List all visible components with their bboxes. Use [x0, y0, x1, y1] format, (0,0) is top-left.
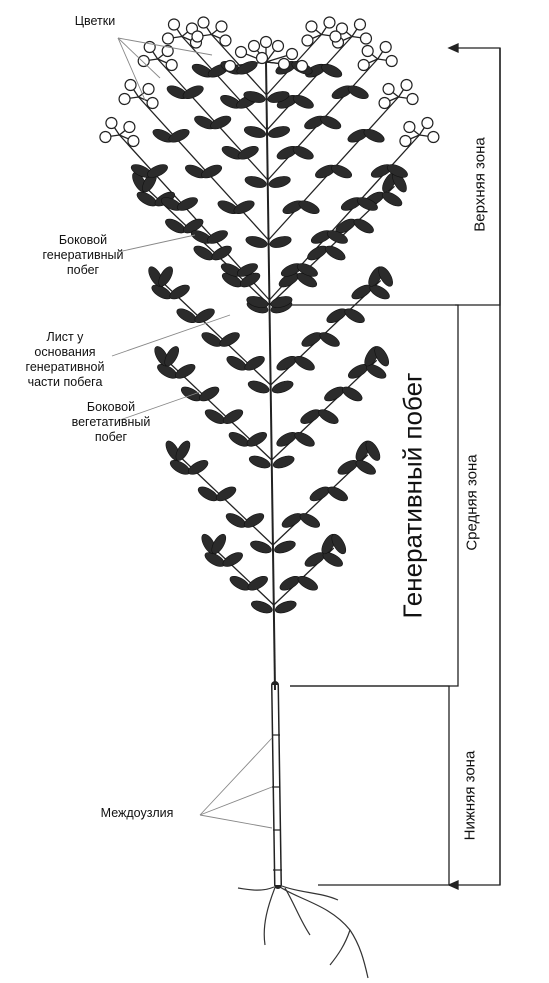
leaf [380, 189, 404, 209]
flower [198, 17, 209, 28]
leaf [352, 216, 376, 236]
leaf [318, 330, 342, 350]
flower [166, 60, 177, 71]
lateral-vegetative-shoot-label: Боковой вегетативный побег [56, 400, 166, 445]
internodes-label: Междоузлия [82, 806, 192, 821]
roots [238, 885, 368, 978]
upper-zone-label: Верхняя зона [472, 125, 489, 245]
flower [257, 53, 268, 64]
flower [400, 136, 411, 147]
flower [128, 136, 139, 147]
flower [422, 118, 433, 129]
bracket-arrow [449, 44, 458, 52]
leaf [135, 189, 159, 209]
flower [162, 33, 173, 44]
flower [100, 132, 111, 143]
leaf [163, 216, 187, 236]
flower [147, 98, 158, 109]
flower [220, 35, 231, 46]
flower [386, 56, 397, 67]
flower [297, 61, 308, 72]
flower [354, 19, 365, 30]
flower [404, 122, 415, 133]
lower-zone-bracket [290, 686, 449, 885]
leaf [179, 384, 203, 404]
flower [249, 41, 260, 52]
flower [261, 37, 272, 48]
flower [330, 31, 341, 42]
leaf [296, 573, 320, 593]
leaf [343, 306, 367, 326]
leaf [196, 484, 220, 504]
leaf [175, 306, 199, 326]
leaf [298, 511, 322, 531]
leaf [224, 511, 248, 531]
flower [125, 80, 136, 91]
flower [383, 84, 394, 95]
flower [401, 80, 412, 91]
flower [236, 47, 247, 58]
flowers-label: Цветки [60, 14, 130, 29]
leaf [293, 429, 317, 449]
lateral-generative-shoot-label: Боковой генеративный побег [28, 233, 138, 278]
flower [379, 98, 390, 109]
flower [124, 122, 135, 133]
flower [287, 49, 298, 60]
leaf [200, 330, 224, 350]
flower [192, 31, 203, 42]
leaf [323, 243, 347, 263]
leaf [192, 243, 216, 263]
flower [428, 132, 439, 143]
flower [225, 61, 236, 72]
lower-zone-label: Нижняя зона [462, 736, 479, 856]
flower [273, 41, 284, 52]
flower [302, 35, 313, 46]
leaf [228, 573, 252, 593]
leaf [326, 484, 350, 504]
flower [360, 33, 371, 44]
flower [358, 60, 369, 71]
flower [119, 94, 130, 105]
leaf-at-base-label: Лист у основания генеративной части побе… [10, 330, 120, 390]
flower [279, 59, 290, 70]
leaf [340, 384, 364, 404]
flower [216, 21, 227, 32]
flower [106, 118, 117, 129]
flower [380, 42, 391, 53]
flower [138, 56, 149, 67]
leaf [227, 429, 251, 449]
generative-shoot-label: Генеративный побег [398, 356, 429, 636]
flower [306, 21, 317, 32]
leaf [225, 353, 249, 373]
flower [362, 46, 373, 57]
flower [143, 84, 154, 95]
middle-zone-label: Средняя зона [464, 443, 481, 563]
flower [407, 94, 418, 105]
leaf [203, 407, 227, 427]
leaf [293, 353, 317, 373]
flower [168, 19, 179, 30]
leaf [316, 407, 340, 427]
flower [324, 17, 335, 28]
